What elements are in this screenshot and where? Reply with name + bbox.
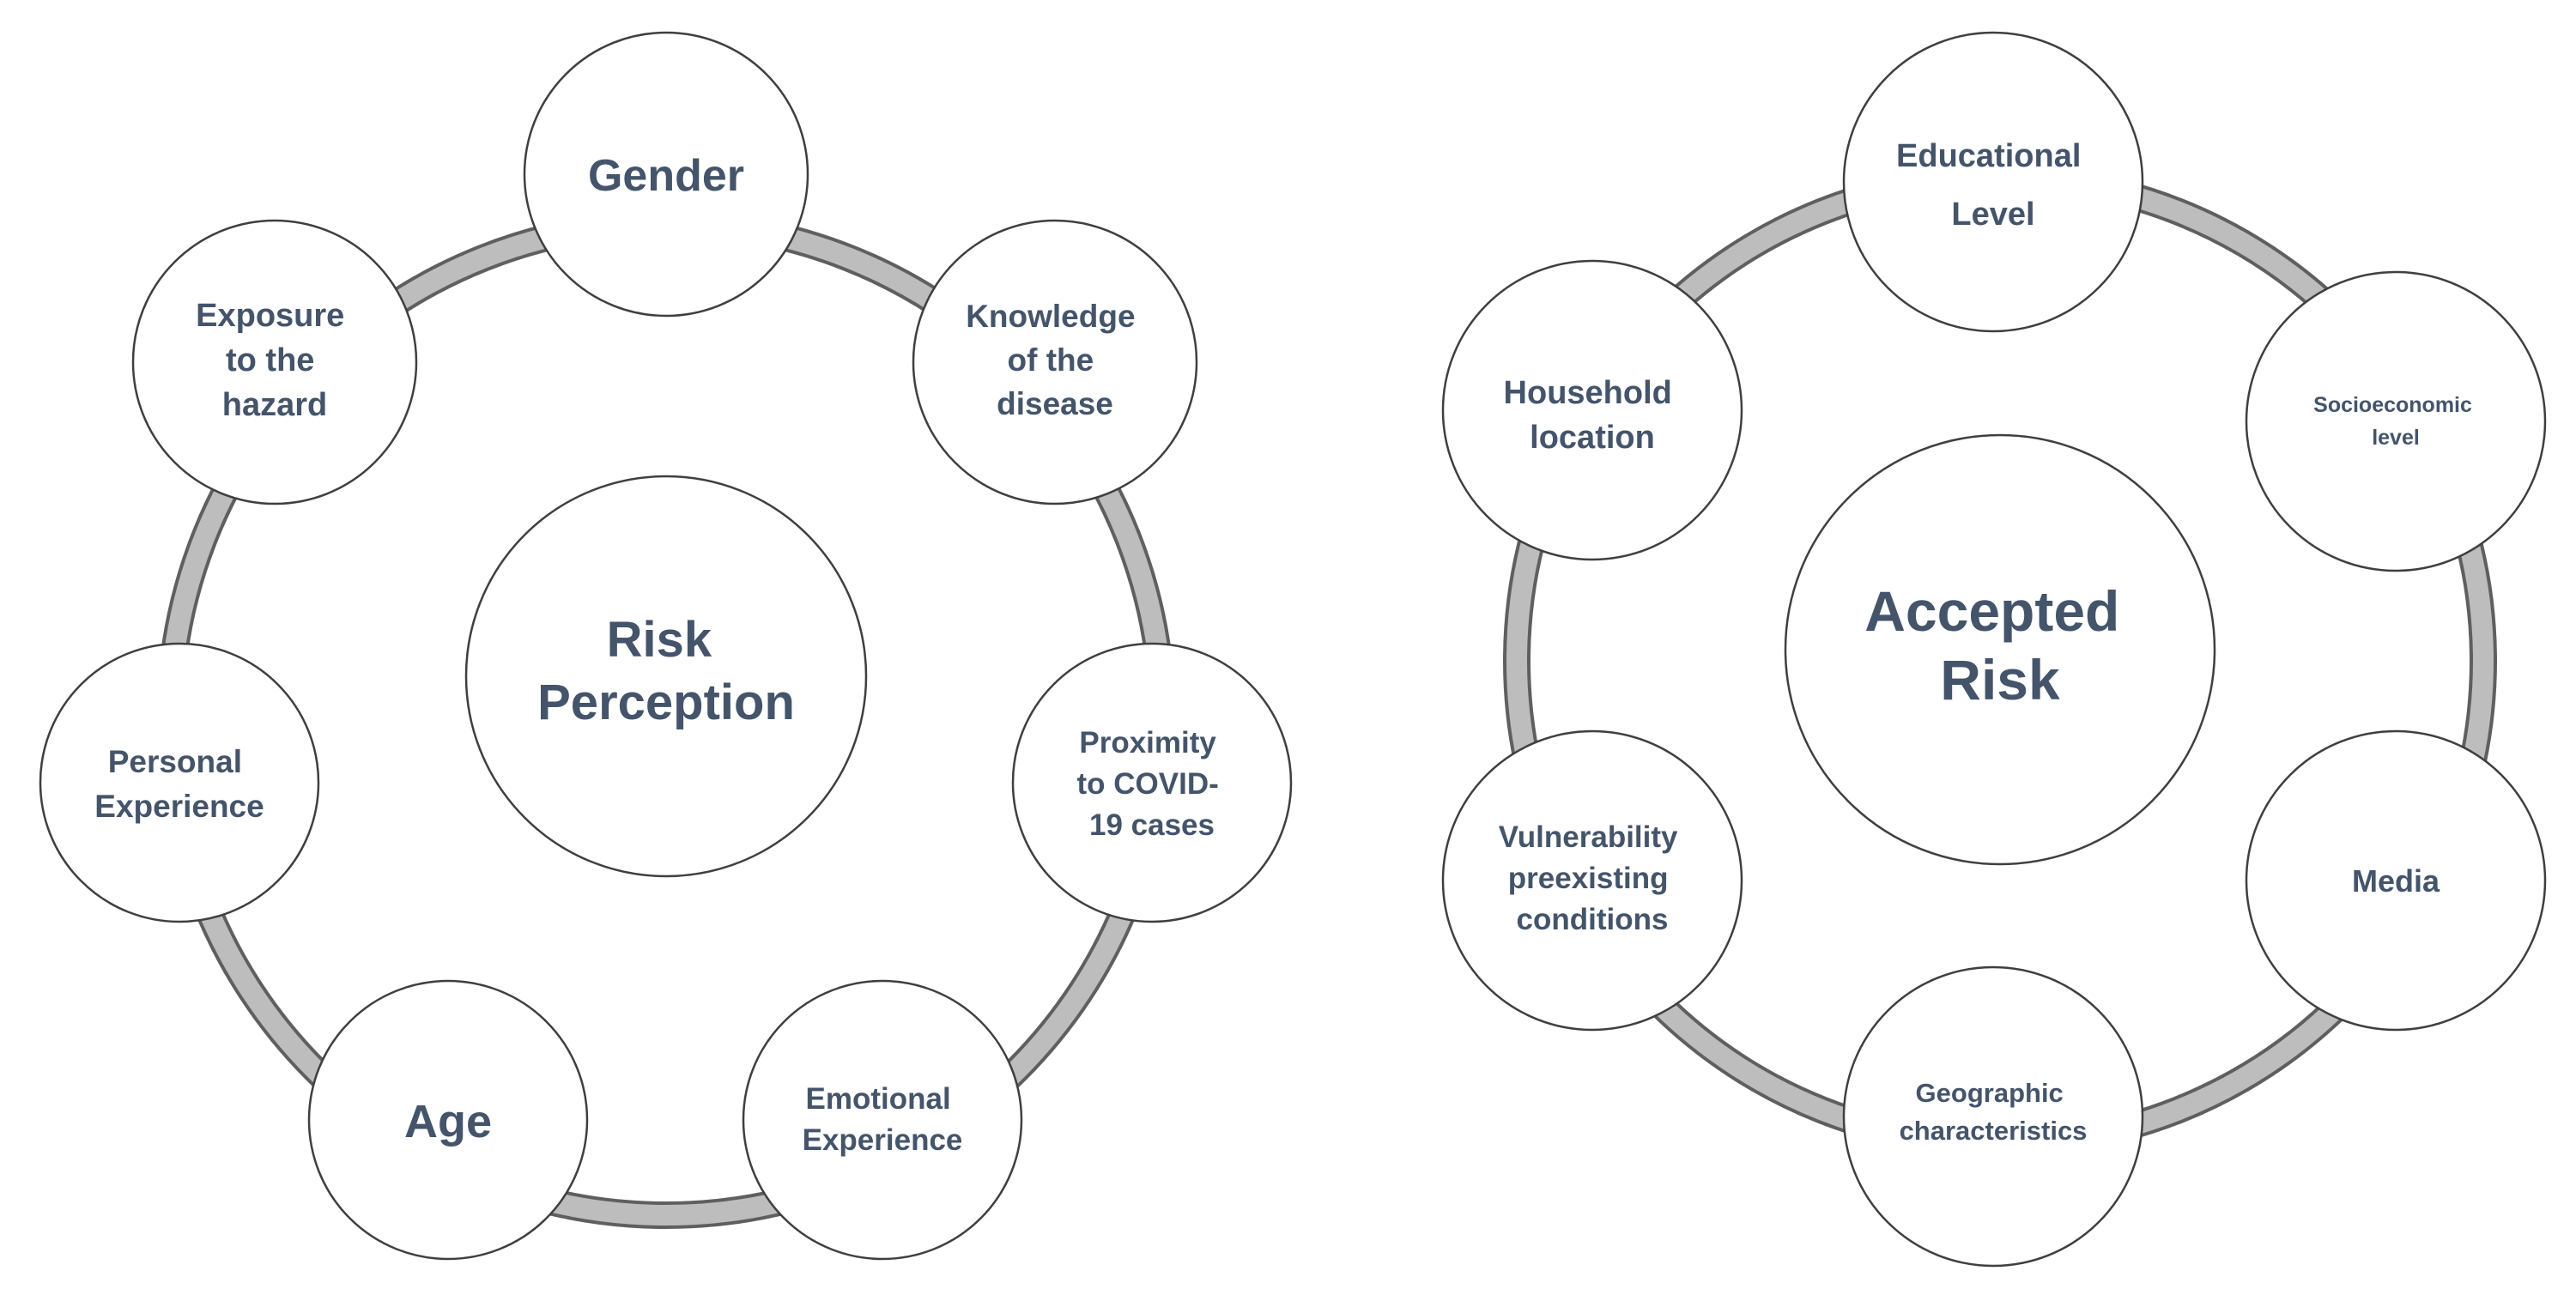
node-educational-level-label: Educational Level: [1896, 138, 2090, 233]
risk-perception-center-label: Risk Perception: [537, 612, 795, 730]
node-age: [307, 979, 589, 1261]
node-proximity-to-covid-19-cases-label: Proximity to COVID- 19 cases: [1077, 726, 1227, 842]
accepted-risk-center-circle: [1784, 433, 2216, 866]
node-emotional-experience: [742, 979, 1023, 1261]
node-geographic-characteristics: [1842, 965, 2144, 1268]
risk-perception-center-circle: [464, 475, 868, 878]
node-educational-level: [1842, 31, 2144, 333]
node-household-location: [1441, 259, 1743, 561]
node-vulnerability-preexisting-conditions-label: Vulnerability preexisting conditions: [1499, 820, 1687, 936]
accepted-risk-diagram: Accepted Risk Educational Level Socioeco…: [1441, 31, 2547, 1268]
node-knowledge-of-the-disease: [912, 219, 1198, 505]
node-media-label: Media: [2352, 863, 2440, 899]
node-household-location-label: Household location: [1504, 375, 1682, 456]
node-socioeconomic-level: [2245, 270, 2547, 572]
node-knowledge-of-the-disease-label: Knowledge of the disease: [966, 299, 1144, 421]
node-personal-experience-label: Personal Experience: [94, 744, 264, 824]
node-age-label: Age: [404, 1096, 492, 1147]
node-exposure-to-the-hazard: [131, 219, 418, 505]
node-vulnerability-preexisting-conditions: [1441, 729, 1743, 1032]
node-personal-experience: [39, 642, 320, 923]
node-proximity-to-covid-19-cases: [1011, 642, 1293, 923]
accepted-risk-center-label: Accepted Risk: [1864, 579, 2135, 711]
node-media: [2245, 729, 2547, 1032]
node-geographic-characteristics-label: Geographic characteristics: [1900, 1078, 2088, 1146]
node-exposure-to-the-hazard-label: Exposure to the hazard: [196, 298, 354, 423]
node-gender: [523, 31, 809, 318]
risk-perception-diagram: Risk Perception Gender Knowledge of the …: [39, 31, 1293, 1261]
node-emotional-experience-label: Emotional Experience: [803, 1082, 963, 1157]
node-socioeconomic-level-label: Socioeconomic level: [2313, 393, 2478, 450]
node-gender-label: Gender: [588, 151, 744, 201]
